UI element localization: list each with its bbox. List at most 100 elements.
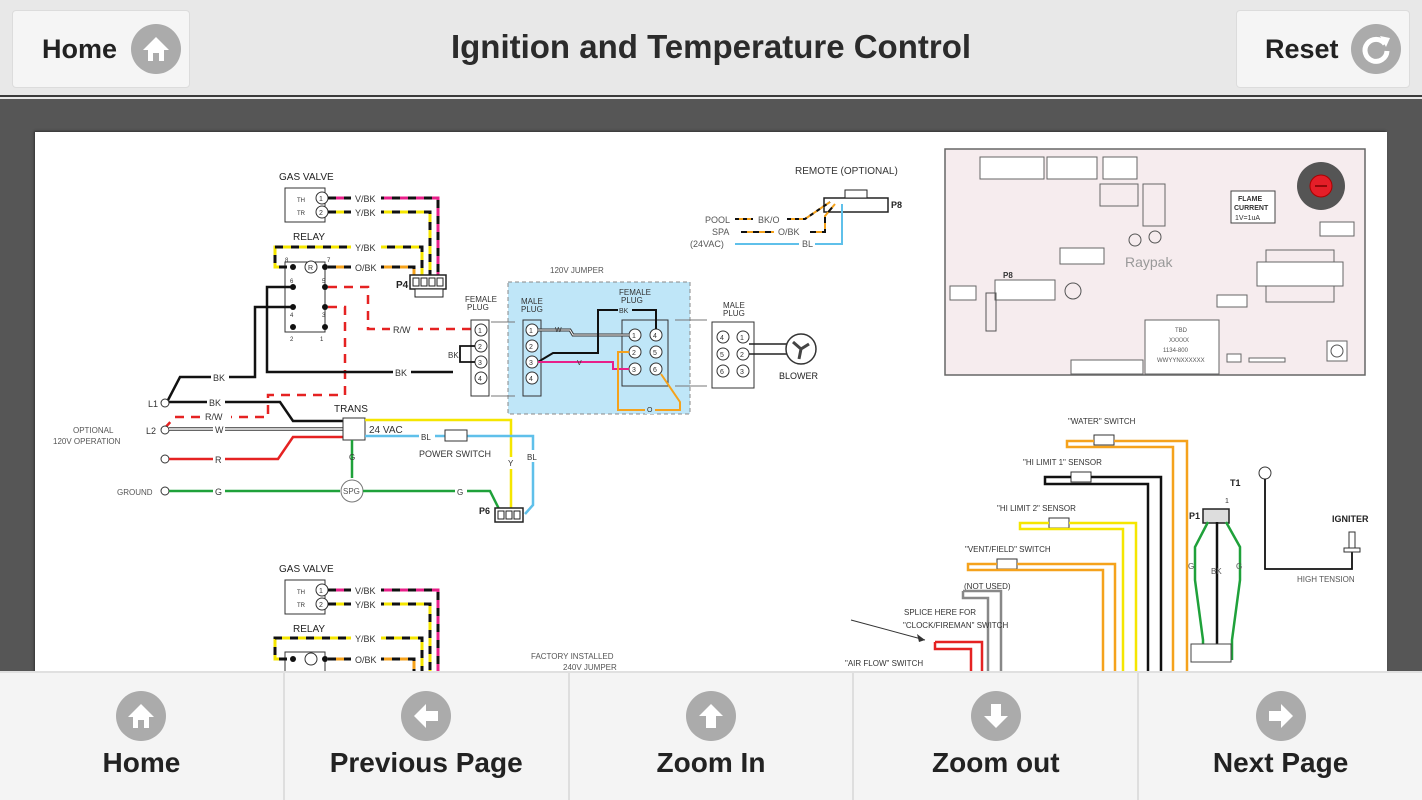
svg-text:PLUG: PLUG — [621, 296, 643, 305]
svg-text:W: W — [555, 327, 562, 334]
svg-text:MALE: MALE — [521, 297, 543, 306]
previous-page-button[interactable]: Previous Page — [285, 673, 570, 800]
svg-text:1134-800: 1134-800 — [1163, 348, 1189, 354]
gas-valve-top: GAS VALVE TH TR 1 2 — [279, 172, 334, 223]
svg-text:T1: T1 — [1230, 478, 1241, 488]
svg-text:RELAY: RELAY — [293, 624, 325, 635]
svg-text:FLAME: FLAME — [1238, 196, 1262, 203]
svg-text:P8: P8 — [891, 200, 902, 210]
svg-text:G: G — [457, 488, 463, 497]
svg-text:3: 3 — [740, 369, 744, 376]
svg-text:PLUG: PLUG — [723, 309, 745, 318]
svg-text:6: 6 — [653, 367, 657, 374]
svg-text:P8: P8 — [1003, 271, 1013, 280]
svg-text:4: 4 — [290, 313, 294, 319]
svg-text:TH: TH — [297, 198, 305, 204]
home-button-label: Home — [42, 33, 118, 64]
svg-text:POWER SWITCH: POWER SWITCH — [419, 449, 491, 459]
svg-text:SPA: SPA — [712, 227, 729, 237]
svg-text:W: W — [215, 425, 224, 435]
svg-text:"VENT/FIELD" SWITCH: "VENT/FIELD" SWITCH — [965, 545, 1051, 554]
svg-text:5: 5 — [720, 352, 724, 359]
svg-text:1: 1 — [632, 333, 636, 340]
svg-text:IGNITER: IGNITER — [1332, 514, 1369, 524]
svg-text:HIGH TENSION: HIGH TENSION — [1297, 575, 1355, 584]
svg-text:2: 2 — [478, 344, 482, 351]
svg-text:TR: TR — [297, 603, 306, 609]
svg-text:BK: BK — [448, 351, 459, 360]
svg-text:2: 2 — [740, 352, 744, 359]
svg-text:(NOT USED): (NOT USED) — [964, 582, 1011, 591]
reset-button[interactable]: Reset — [1236, 10, 1410, 88]
svg-text:R: R — [308, 265, 313, 272]
svg-text:G: G — [1188, 562, 1194, 571]
svg-text:O/BK: O/BK — [778, 227, 800, 237]
svg-text:Y: Y — [508, 459, 514, 468]
svg-text:"HI LIMIT 1" SENSOR: "HI LIMIT 1" SENSOR — [1023, 458, 1102, 467]
svg-text:RELAY: RELAY — [293, 232, 325, 243]
svg-text:CURRENT: CURRENT — [1234, 205, 1269, 212]
male-plug-blower: MALE PLUG 4 1 5 2 6 3 BLOWER — [711, 301, 819, 389]
svg-text:BL: BL — [421, 433, 431, 442]
p6-connector: P6 — [479, 506, 524, 523]
svg-text:7: 7 — [327, 258, 331, 264]
svg-text:TRANS: TRANS — [334, 404, 368, 415]
arrow-left-icon — [401, 691, 452, 741]
zoom-out-button[interactable]: Zoom out — [854, 673, 1140, 800]
svg-text:SPLICE HERE FOR: SPLICE HERE FOR — [904, 608, 976, 617]
zoom-in-button[interactable]: Zoom In — [570, 673, 855, 800]
home-icon — [131, 24, 182, 74]
svg-text:5: 5 — [322, 279, 326, 285]
svg-text:"WATER" SWITCH: "WATER" SWITCH — [1068, 417, 1136, 426]
svg-text:1: 1 — [478, 328, 482, 335]
svg-text:TH: TH — [297, 590, 305, 596]
zoom-in-label: Zoom In — [656, 747, 766, 778]
svg-text:G: G — [1236, 562, 1242, 571]
igniter-circuit: T1 HIGH TENSION IGNITER P1 1 G BK G — [1188, 466, 1369, 663]
previous-page-label: Previous Page — [329, 747, 523, 778]
svg-text:3: 3 — [322, 313, 326, 319]
svg-text:GROUND: GROUND — [117, 488, 153, 497]
home-nav-button[interactable]: Home — [0, 673, 285, 800]
arrow-down-icon — [970, 691, 1021, 741]
next-page-button[interactable]: Next Page — [1139, 673, 1422, 800]
svg-text:MALE: MALE — [723, 301, 745, 310]
female-plug-left: FEMALE PLUG 1 2 3 4 — [465, 295, 497, 397]
svg-text:V: V — [577, 360, 582, 367]
svg-text:2: 2 — [319, 602, 323, 609]
svg-text:Y/BK: Y/BK — [355, 243, 376, 253]
svg-text:R: R — [215, 455, 222, 465]
svg-text:BLOWER: BLOWER — [779, 371, 819, 381]
svg-text:R/W: R/W — [393, 325, 411, 335]
svg-text:4: 4 — [529, 376, 533, 383]
svg-text:FEMALE: FEMALE — [465, 295, 497, 304]
svg-text:SPG: SPG — [343, 487, 360, 496]
arrow-right-icon — [1255, 691, 1306, 741]
svg-text:1: 1 — [320, 337, 324, 343]
svg-text:5: 5 — [653, 350, 657, 357]
svg-text:L1: L1 — [148, 399, 158, 409]
top-bar: Home Ignition and Temperature Control Re… — [0, 0, 1422, 97]
svg-text:BK: BK — [209, 398, 221, 408]
raypak-logo: Raypak — [1125, 254, 1173, 270]
svg-text:1V=1uA: 1V=1uA — [1235, 215, 1260, 222]
svg-text:3: 3 — [632, 367, 636, 374]
arrow-up-icon — [685, 691, 736, 741]
zoom-out-label: Zoom out — [932, 747, 1060, 778]
wiring-diagram-page: GAS VALVE TH TR 1 2 V/BK Y/BK RELAY — [35, 132, 1387, 671]
home-button[interactable]: Home — [12, 10, 190, 88]
svg-text:3: 3 — [478, 360, 482, 367]
document-viewer[interactable]: GAS VALVE TH TR 1 2 V/BK Y/BK RELAY — [0, 99, 1422, 671]
svg-text:4: 4 — [720, 335, 724, 342]
svg-text:OPTIONAL: OPTIONAL — [73, 426, 114, 435]
svg-text:2: 2 — [529, 344, 533, 351]
svg-text:O/BK: O/BK — [355, 263, 377, 273]
svg-text:(24VAC): (24VAC) — [690, 239, 724, 249]
svg-text:2: 2 — [632, 350, 636, 357]
relay: RELAY R 8 7 6 5 4 3 2 1 — [284, 232, 331, 343]
svg-text:REMOTE (OPTIONAL): REMOTE (OPTIONAL) — [795, 166, 898, 177]
svg-text:BK: BK — [619, 308, 629, 315]
svg-text:BL: BL — [527, 453, 537, 462]
svg-text:8: 8 — [285, 258, 289, 264]
svg-text:BK: BK — [1211, 567, 1222, 576]
